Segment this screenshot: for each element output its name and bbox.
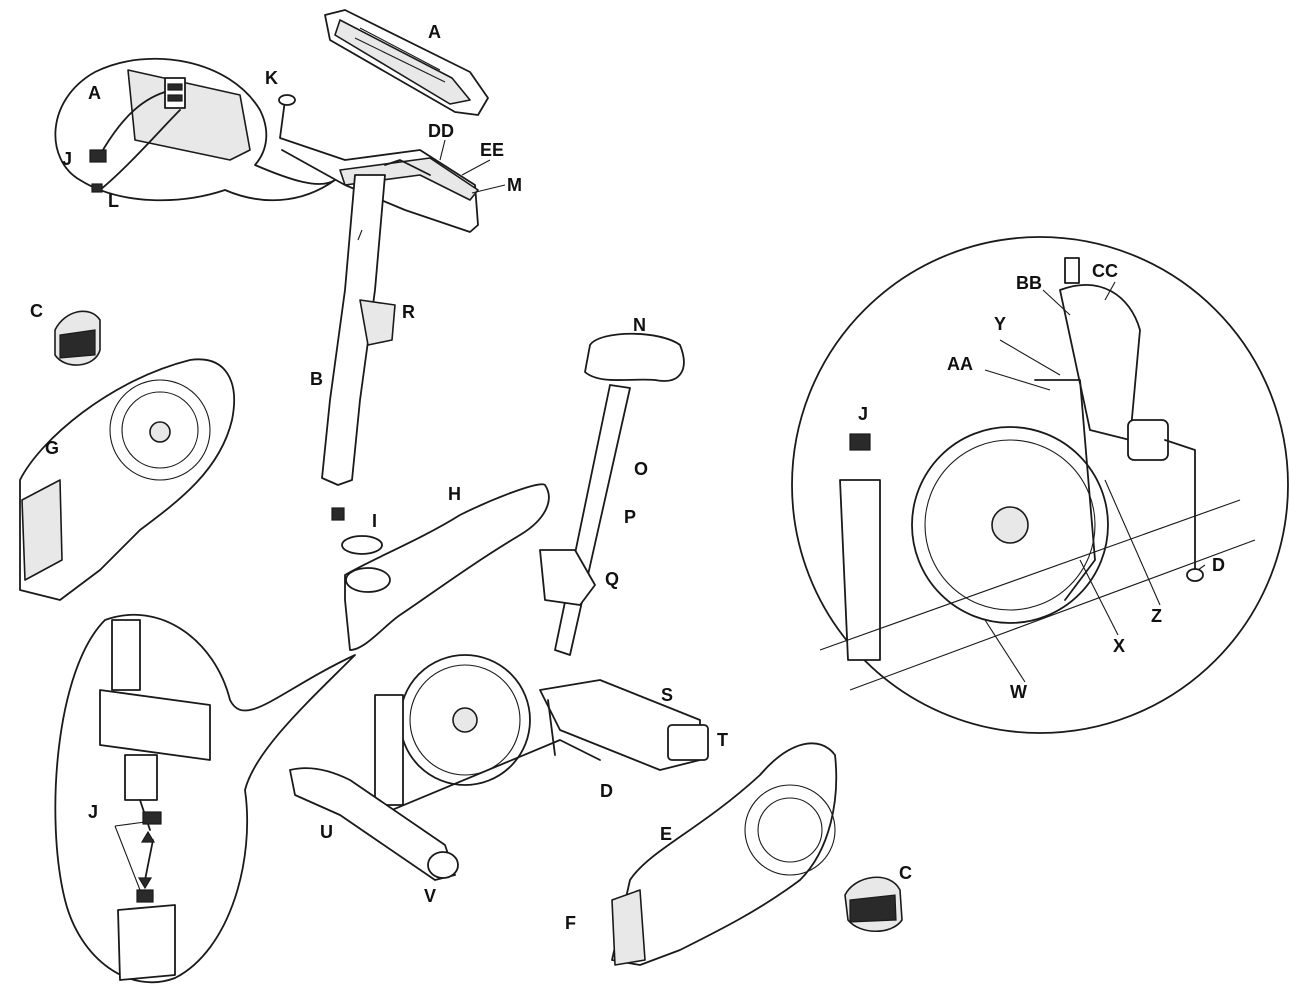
label-O: O xyxy=(634,459,648,479)
label-H: H xyxy=(448,484,461,504)
label-F: F xyxy=(565,913,576,933)
label-A-detail: A xyxy=(88,83,101,103)
label-C-right: C xyxy=(899,863,912,883)
label-Q: Q xyxy=(605,569,619,589)
label-Z: Z xyxy=(1151,606,1162,626)
label-J-right: J xyxy=(858,404,868,424)
label-R: R xyxy=(402,302,415,322)
label-K: K xyxy=(265,68,278,88)
console-part xyxy=(324,9,489,116)
pedal-left xyxy=(54,310,101,366)
label-L: L xyxy=(108,191,119,211)
shroud-h xyxy=(344,483,550,651)
part-labels: A A K J L DD EE M C R B G N O H P I Q S … xyxy=(30,22,1225,933)
label-T: T xyxy=(717,730,728,750)
bike-frame xyxy=(289,654,709,881)
label-J-detail-top: J xyxy=(62,149,72,169)
wire-connection-detail xyxy=(54,614,356,984)
label-CC: CC xyxy=(1092,261,1118,281)
handlebar-and-upright xyxy=(278,94,479,521)
label-C-left: C xyxy=(30,301,43,321)
pedal-right xyxy=(844,876,903,932)
label-G: G xyxy=(45,438,59,458)
leader-lines xyxy=(114,139,1206,891)
label-AA: AA xyxy=(947,354,973,374)
label-A-console: A xyxy=(428,22,441,42)
label-D-main: D xyxy=(600,781,613,801)
label-X: X xyxy=(1113,636,1125,656)
seat-assembly xyxy=(539,332,685,656)
label-BB: BB xyxy=(1016,273,1042,293)
label-I: I xyxy=(372,511,377,531)
label-W: W xyxy=(1010,682,1027,702)
label-DD: DD xyxy=(428,121,454,141)
label-EE: EE xyxy=(480,140,504,160)
label-N: N xyxy=(633,315,646,335)
label-P: P xyxy=(624,507,636,527)
label-U: U xyxy=(320,822,333,842)
console-connection-detail xyxy=(54,57,336,202)
collar-ring xyxy=(341,535,383,555)
shroud-left xyxy=(19,358,235,601)
label-D-right: D xyxy=(1212,555,1225,575)
shroud-right xyxy=(611,742,838,966)
label-S: S xyxy=(661,685,673,705)
flywheel-detail xyxy=(791,236,1289,734)
label-V: V xyxy=(424,886,436,906)
label-B: B xyxy=(310,369,323,389)
label-E: E xyxy=(660,824,672,844)
label-M: M xyxy=(507,175,522,195)
label-Y: Y xyxy=(994,314,1006,334)
label-J-detail-bottom: J xyxy=(88,802,98,822)
